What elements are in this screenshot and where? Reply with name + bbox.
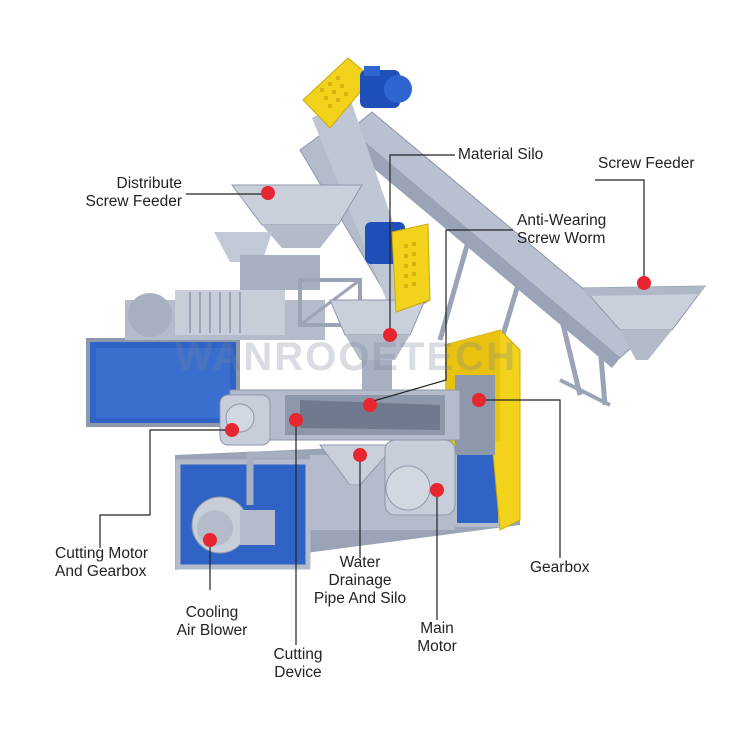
marker-cooling-blower xyxy=(203,533,217,547)
marker-screw-feeder xyxy=(637,276,651,290)
marker-gearbox xyxy=(472,393,486,407)
front-extruder-base xyxy=(175,222,521,570)
label-water-drainage: Water Drainage Pipe And Silo xyxy=(313,554,407,607)
rear-extruder xyxy=(86,184,363,427)
label-main-motor: Main Motor xyxy=(417,620,457,655)
label-distribute-feeder: Distribute Screw Feeder xyxy=(85,175,182,210)
marker-distribute-feeder xyxy=(261,186,275,200)
label-gearbox: Gearbox xyxy=(530,559,590,576)
label-screw-feeder: Screw Feeder xyxy=(598,155,695,172)
marker-cutting-device xyxy=(289,413,303,427)
markers xyxy=(203,186,651,547)
screw-feeder-conveyor xyxy=(342,111,707,407)
leader-lines xyxy=(99,154,645,645)
marker-cutting-motor xyxy=(225,423,239,437)
label-cutting-motor: Cutting Motor And Gearbox xyxy=(55,545,149,580)
top-motor xyxy=(360,66,412,108)
marker-material-silo xyxy=(383,328,397,342)
label-anti-wearing: Anti-Wearing Screw Worm xyxy=(517,212,607,247)
marker-anti-wearing xyxy=(363,398,377,412)
marker-water-drainage xyxy=(353,448,367,462)
watermark: WANROOETECH xyxy=(175,335,517,379)
label-cooling-blower: Cooling Air Blower xyxy=(176,604,248,639)
label-cutting-device: Cutting Device xyxy=(273,646,323,681)
label-material-silo: Material Silo xyxy=(458,146,544,163)
marker-main-motor xyxy=(430,483,444,497)
